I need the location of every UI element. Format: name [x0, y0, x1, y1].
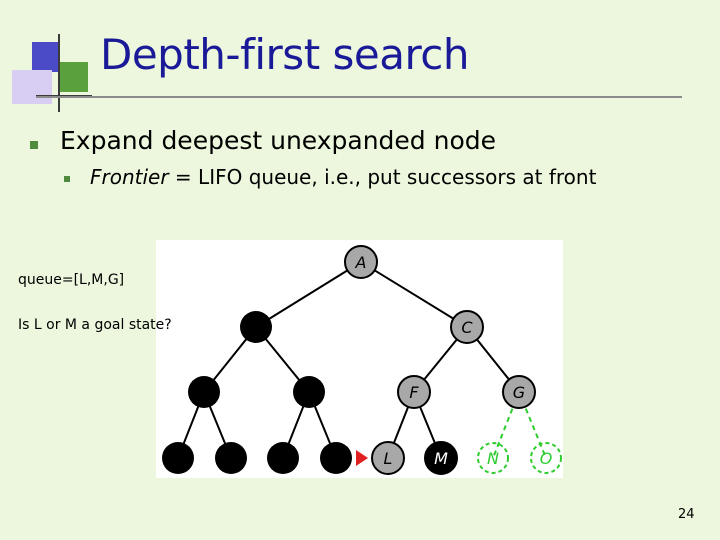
- edge-a-c: [360, 261, 468, 328]
- edge-a-b: [255, 261, 362, 328]
- tree-node-k: [320, 442, 352, 474]
- tree-node-d: [188, 376, 220, 408]
- bullet-marker: [30, 141, 38, 149]
- node-label-a: A: [355, 253, 367, 272]
- sub-bullet-marker: [64, 176, 70, 182]
- queue-annotation: queue=[L,M,G]: [18, 272, 125, 288]
- decor-square-blue: [32, 42, 58, 72]
- tree-node-e: [293, 376, 325, 408]
- tree-node-c: C: [450, 310, 484, 344]
- decor-square-purple: [12, 70, 52, 104]
- tree-node-a: A: [344, 245, 378, 279]
- tree-node-j: [267, 442, 299, 474]
- tree-node-n: N: [477, 442, 509, 474]
- sub-bullet-text: Frontier = LIFO queue, i.e., put success…: [90, 165, 596, 189]
- node-label-g: G: [513, 383, 525, 402]
- slide-title: Depth-first search: [100, 30, 470, 79]
- tree-node-f: F: [397, 375, 431, 409]
- current-node-arrow-icon: [356, 450, 368, 466]
- tree-node-i: [215, 442, 247, 474]
- tree-node-g: G: [502, 375, 536, 409]
- node-label-n: N: [487, 449, 499, 468]
- tree-node-b: [240, 311, 272, 343]
- decor-line-vertical: [58, 34, 60, 112]
- tree-node-m: M: [424, 441, 458, 475]
- sub-bullet-rest: = LIFO queue, i.e., put successors at fr…: [168, 165, 597, 189]
- node-label-c: C: [461, 318, 473, 337]
- node-label-m: M: [434, 449, 448, 468]
- tree-node-h: [162, 442, 194, 474]
- page-number: 24: [678, 507, 695, 522]
- tree-node-l: L: [371, 441, 405, 475]
- bullet-text: Expand deepest unexpanded node: [60, 126, 497, 155]
- goal-question-annotation: Is L or M a goal state?: [18, 317, 172, 333]
- node-label-f: F: [409, 383, 419, 402]
- search-tree-figure: A C F G L M N: [156, 240, 563, 478]
- decor-square-green: [58, 62, 88, 92]
- search-tree-svg: A C F G L M N: [162, 245, 562, 475]
- sub-bullet-emphasis: Frontier: [90, 165, 169, 189]
- node-label-o: O: [540, 449, 553, 468]
- tree-node-o: O: [530, 442, 562, 474]
- title-underline: [36, 96, 682, 98]
- node-label-l: L: [384, 449, 393, 468]
- tree-edges: [177, 261, 520, 459]
